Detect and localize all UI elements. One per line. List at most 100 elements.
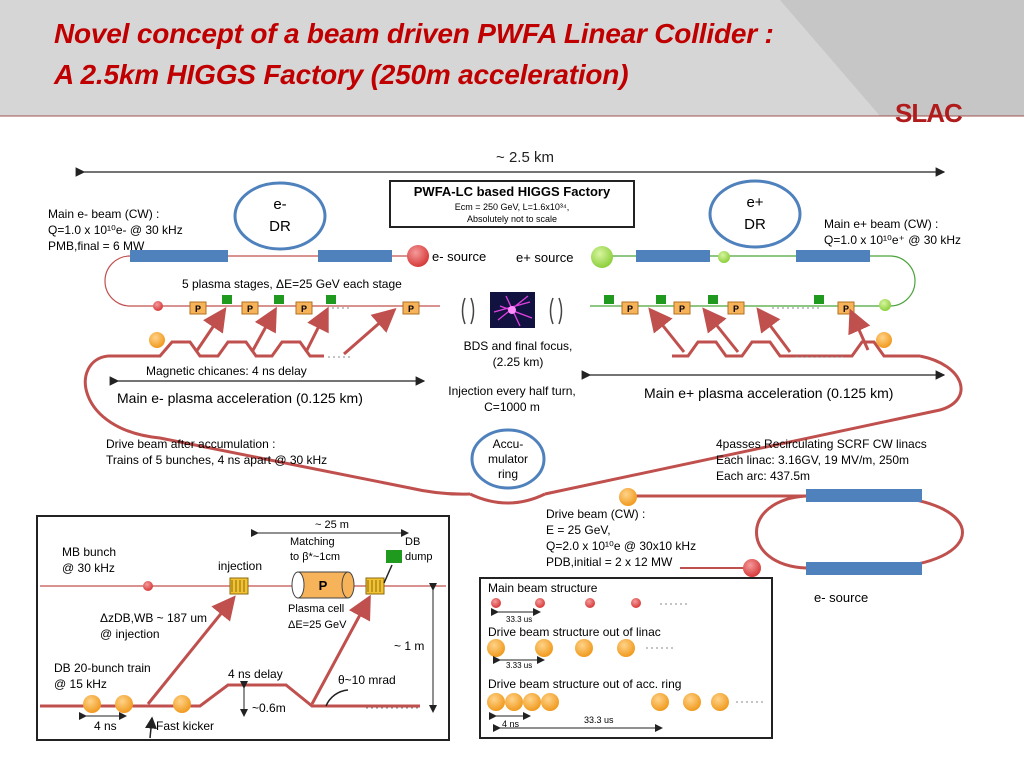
- main-e-line3: PMB,final = 6 MW: [48, 239, 145, 253]
- inset-db-1: DB: [405, 536, 420, 548]
- injection-line1: Injection every half turn,: [448, 384, 575, 398]
- e-source-dot: [743, 559, 761, 577]
- e-source-dot: [407, 245, 429, 267]
- p-linac-segment: [636, 250, 710, 262]
- e-dr-line2: DR: [269, 218, 291, 235]
- p-dr-line2: DR: [744, 216, 766, 233]
- inset-dist: ~ 25 m: [315, 519, 349, 531]
- injection-line2: C=1000 m: [484, 400, 540, 414]
- inset-injection: injection: [218, 559, 262, 573]
- plasma-stage: [673, 301, 691, 315]
- drive-after-line2: Trains of 5 bunches, 4 ns apart @ 30 kHz: [106, 453, 327, 467]
- slac-logo: SLAC: [895, 98, 963, 128]
- inset-matching-1: Matching: [290, 536, 335, 548]
- linac-line3: Each arc: 437.5m: [716, 469, 810, 483]
- drive-bunch: [711, 693, 729, 711]
- inset-beam-structure: [479, 577, 773, 739]
- linac-line2: Each linac: 3.16GV, 19 MV/m, 250m: [716, 453, 909, 467]
- p-chicanes: [648, 307, 920, 358]
- accu-line3: ring: [498, 467, 518, 481]
- inset-matching-2: to β*~1cm: [290, 551, 340, 563]
- positron-bunch: [879, 299, 891, 311]
- inset-db-2: dump: [405, 551, 433, 563]
- spacing-2: 3.33 us: [506, 661, 532, 670]
- stage-magnet: [326, 295, 336, 304]
- e-chicanes: [108, 306, 397, 358]
- drive-bunch: [876, 332, 892, 348]
- plasma-stage: [402, 301, 420, 315]
- stage-magnet: [274, 295, 284, 304]
- drive-cw-line1: Drive beam (CW) :: [546, 507, 645, 521]
- factory-box-sub2: Absolutely not to scale: [467, 214, 557, 224]
- e-linac-segment: [318, 250, 392, 262]
- inset-dz-2: @ injection: [100, 627, 160, 641]
- plasma-stage: [621, 301, 639, 315]
- drive-bunch: [535, 639, 553, 657]
- drive-bunch: [505, 693, 523, 711]
- drive-acc-label: Drive beam structure out of acc. ring: [488, 677, 681, 691]
- drive-bunch: [115, 695, 133, 713]
- inset-dz-1: ΔzDB,WB ~ 187 um: [100, 611, 207, 625]
- scrf-linac: [806, 489, 922, 502]
- db-dump: [386, 550, 402, 563]
- plasma-cell-label: P: [319, 578, 328, 593]
- slide-title-line2: A 2.5km HIGGS Factory (250m acceleration…: [54, 59, 629, 90]
- drive-bunch: [487, 693, 505, 711]
- spacing-1: 33.3 us: [506, 615, 532, 624]
- drive-bunch: [651, 693, 669, 711]
- spacing-4: 33.3 us: [584, 715, 614, 725]
- main-structure-label: Main beam structure: [488, 581, 598, 595]
- factory-box-title: PWFA-LC based HIGGS Factory: [414, 184, 611, 199]
- drive-cw-line2: E = 25 GeV,: [546, 523, 611, 537]
- positron-damping-ring: [708, 179, 802, 249]
- drive-linac-label: Drive beam structure out of linac: [488, 625, 661, 639]
- drive-bunch: [83, 695, 101, 713]
- inset-height: ~0.6m: [252, 701, 286, 715]
- drive-cw-line3: Q=2.0 x 10¹⁰e @ 30x10 kHz: [546, 539, 696, 553]
- main-bunch: [535, 598, 545, 608]
- positron-loop: [590, 255, 916, 307]
- stage-magnet: [222, 295, 232, 304]
- main-bunch: [143, 581, 153, 591]
- main-e-line2: Q=1.0 x 10¹⁰e- @ 30 kHz: [48, 223, 183, 237]
- factory-box-sub1: Ecm = 250 GeV, L=1.6x10³⁴,: [455, 202, 570, 212]
- inset-kicker: Fast kicker: [156, 719, 214, 733]
- plasma-stage-label: P: [679, 304, 685, 314]
- plasma-stage-label: P: [247, 304, 253, 314]
- drive-beam-loop: [83, 354, 963, 496]
- plasma-stage-label: P: [301, 304, 307, 314]
- drive-bunch: [575, 639, 593, 657]
- electron-bunch: [153, 301, 163, 311]
- drive-cw-line4: PDB,initial = 2 x 12 MW: [546, 555, 673, 569]
- main-e-acc-label: Main e- plasma acceleration (0.125 km): [117, 390, 363, 406]
- bds-line2: (2.25 km): [493, 355, 544, 369]
- plasma-stage-label: P: [733, 304, 739, 314]
- main-e-line1: Main e- beam (CW) :: [48, 207, 159, 221]
- e-linac-segment: [130, 250, 228, 262]
- electron-loop: [104, 255, 440, 307]
- inset-plasma-2: ΔE=25 GeV: [288, 619, 347, 631]
- plasma-stage-label: P: [627, 304, 633, 314]
- main-bunch: [631, 598, 641, 608]
- e-damping-ring: [233, 181, 327, 251]
- e-dr-line1: e-: [273, 196, 286, 213]
- dump-magnet: [365, 577, 385, 595]
- drive-bunch: [619, 488, 637, 506]
- drive-bunch: [173, 695, 191, 713]
- accu-line2: mulator: [488, 452, 528, 466]
- inset-mb-2: @ 30 kHz: [62, 561, 115, 575]
- factory-box: [389, 180, 635, 228]
- stage-magnet: [604, 295, 614, 304]
- drive-bunch: [683, 693, 701, 711]
- length-label: ~ 2.5 km: [496, 149, 554, 166]
- inset-plasma-1: Plasma cell: [288, 603, 344, 615]
- e-source-label: e- source: [432, 249, 486, 264]
- scrf-linac: [806, 562, 922, 575]
- plasma-stage-label: P: [843, 304, 849, 314]
- positron-bunch: [718, 251, 730, 263]
- main-bunch: [585, 598, 595, 608]
- inset-mb-1: MB bunch: [62, 545, 116, 559]
- inset-theta: θ~10 mrad: [338, 673, 396, 687]
